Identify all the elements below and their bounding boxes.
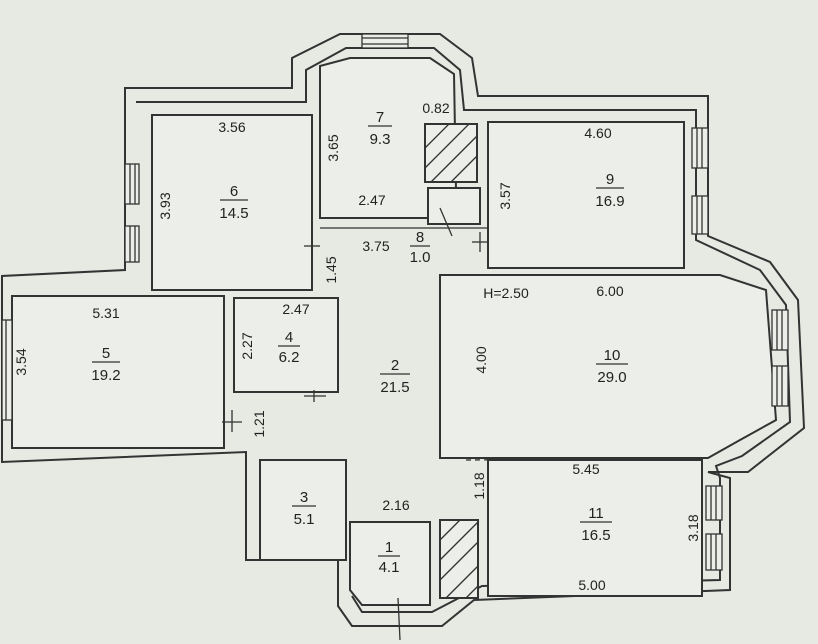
- room-8-cabinet: [427, 187, 481, 225]
- room-label-4: 4 6.2: [278, 329, 300, 366]
- svg-text:6: 6: [230, 183, 238, 200]
- svg-text:4: 4: [285, 329, 293, 346]
- room-label-10: 10 29.0: [596, 347, 628, 386]
- room-label-2: 2 21.5: [380, 357, 410, 396]
- room-4: [233, 297, 339, 393]
- window-bay-2: [771, 365, 789, 407]
- window-room6-lower: [124, 225, 140, 263]
- room-label-11: 11 16.5: [580, 505, 612, 544]
- svg-text:19.2: 19.2: [91, 367, 120, 384]
- svg-text:8: 8: [416, 229, 424, 246]
- ventilation-shaft-top: [424, 123, 478, 183]
- dim-r6-side: 3.93: [157, 192, 173, 219]
- svg-text:7: 7: [376, 109, 384, 126]
- svg-text:11: 11: [588, 505, 604, 522]
- window-room6-upper: [124, 163, 140, 205]
- dim-r2-gap: 1.21: [251, 410, 267, 437]
- dimension-labels: 3.56 3.93 3.65 0.82 2.47 3.75 4.60 3.57 …: [13, 100, 701, 593]
- svg-text:3: 3: [300, 489, 308, 506]
- dim-r9-top: 4.60: [584, 125, 611, 141]
- room-label-3: 3 5.1: [292, 489, 316, 528]
- dim-r11-top: 5.45: [572, 461, 599, 477]
- svg-text:9: 9: [606, 171, 614, 188]
- room-label-8: 8 1.0: [410, 229, 431, 266]
- dim-r4-top: 2.47: [282, 301, 309, 317]
- shaft-hatching-bottom: [439, 519, 479, 599]
- dim-r1-top: 2.16: [382, 497, 409, 513]
- svg-text:4.1: 4.1: [379, 559, 400, 576]
- dim-r7-bottom: 2.47: [358, 192, 385, 208]
- dim-r10-side: 4.00: [473, 346, 489, 373]
- room-label-6: 6 14.5: [219, 183, 248, 222]
- room-label-9: 9 16.9: [595, 171, 624, 210]
- dim-r11-bottom: 5.00: [578, 577, 605, 593]
- svg-text:1: 1: [385, 539, 393, 556]
- dim-r10-top: 6.00: [596, 283, 623, 299]
- svg-text:21.5: 21.5: [380, 379, 409, 396]
- room-6: [151, 114, 313, 291]
- window-room9-lower: [691, 195, 709, 235]
- svg-text:6.2: 6.2: [279, 349, 300, 366]
- window-bay-1: [771, 309, 789, 351]
- dim-r11-side: 1.18: [471, 472, 487, 499]
- dim-r6-top: 3.56: [218, 119, 245, 135]
- window-room5: [1, 319, 13, 421]
- svg-text:14.5: 14.5: [219, 205, 248, 222]
- dim-r5-top: 5.31: [92, 305, 119, 321]
- room-label-7: 7 9.3: [368, 109, 392, 148]
- svg-text:16.9: 16.9: [595, 193, 624, 210]
- dim-r7-side: 3.65: [325, 134, 341, 161]
- window-room9-upper: [691, 127, 709, 169]
- room-label-1: 1 4.1: [378, 539, 400, 576]
- room-3: [259, 459, 347, 561]
- svg-text:9.3: 9.3: [370, 131, 391, 148]
- room-10: [439, 274, 778, 459]
- svg-text:29.0: 29.0: [597, 369, 626, 386]
- dim-r7-shaft: 0.82: [422, 100, 449, 116]
- outer-wall: [0, 33, 806, 627]
- dim-r5-side: 3.54: [13, 348, 29, 375]
- svg-text:10: 10: [604, 347, 621, 364]
- dim-r11-right: 3.18: [685, 514, 701, 541]
- dim-r8-width: 3.75: [362, 238, 389, 254]
- room-label-5: 5 19.2: [91, 345, 120, 384]
- room-5: [11, 295, 225, 449]
- window-top: [361, 33, 409, 49]
- svg-text:1.0: 1.0: [410, 249, 431, 266]
- dim-corridor-gap: 1.45: [323, 256, 339, 283]
- window-room11-lower: [705, 533, 723, 571]
- svg-text:2: 2: [391, 357, 399, 374]
- room-11: [487, 459, 703, 597]
- svg-text:16.5: 16.5: [581, 527, 610, 544]
- shaft-hatching-top: [424, 123, 478, 183]
- window-room11-upper: [705, 485, 723, 521]
- ventilation-shaft-bottom: [439, 519, 479, 599]
- svg-text:5: 5: [102, 345, 110, 362]
- dim-r9-side: 3.57: [497, 182, 513, 209]
- dim-r4-side: 2.27: [239, 332, 255, 359]
- room-9: [487, 121, 685, 269]
- svg-text:5.1: 5.1: [294, 511, 315, 528]
- door-marks: [222, 207, 488, 641]
- height-note: H=2.50: [483, 285, 529, 301]
- boundary-10-11: [465, 457, 703, 461]
